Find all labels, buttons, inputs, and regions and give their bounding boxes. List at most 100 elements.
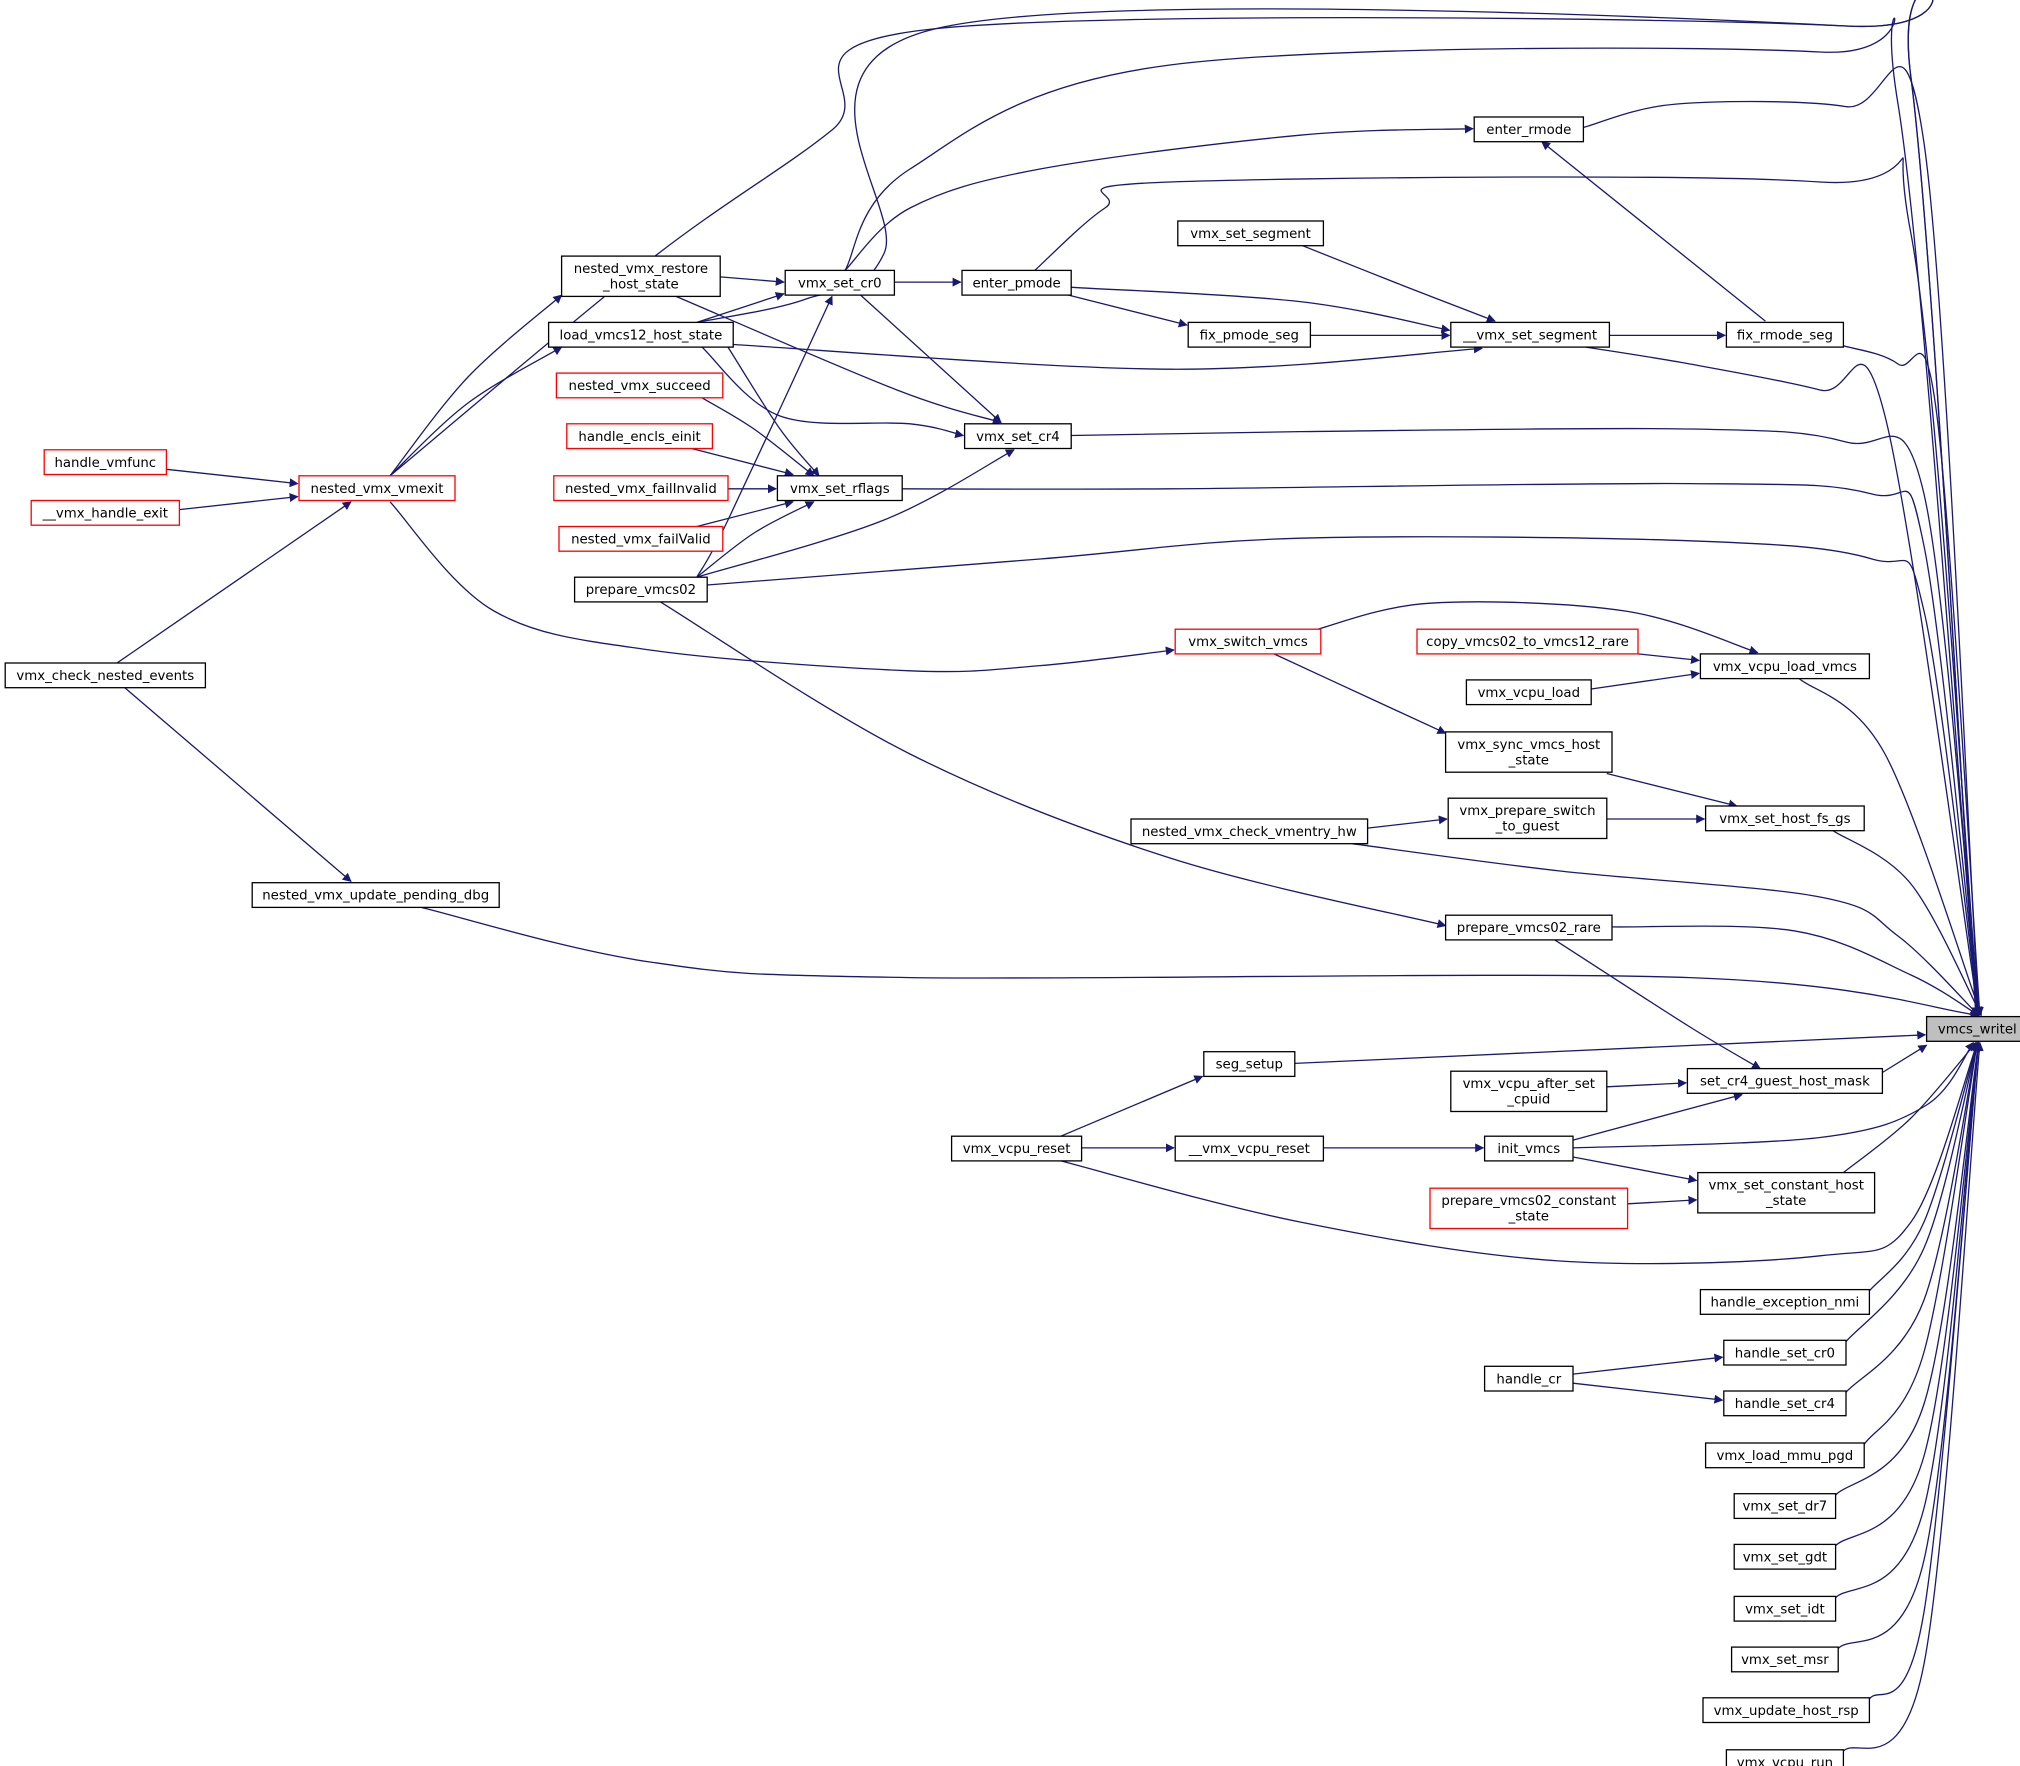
node-prepare-vmcs02-constant-state[interactable]: prepare_vmcs02_constant_state xyxy=(1429,1187,1629,1230)
node-vmx-set-idt[interactable]: vmx_set_idt xyxy=(1733,1595,1837,1622)
node-label: _state xyxy=(1508,753,1549,768)
node-vmx-check-nested-events[interactable]: vmx_check_nested_events xyxy=(4,662,207,689)
node-vmcs-writel[interactable]: vmcs_writel xyxy=(1925,1015,2020,1042)
node-label: _state xyxy=(1508,1210,1549,1225)
node-label: vmx_sync_vmcs_host xyxy=(1457,738,1600,753)
node-handle-exception-nmi[interactable]: handle_exception_nmi xyxy=(1699,1288,1871,1315)
edge-vmx_vcpu_run-to-vmcs_writel xyxy=(1842,1041,1984,1752)
node---vmx-handle-exit[interactable]: __vmx_handle_exit xyxy=(30,499,181,526)
edge-vmx_switch_vmcs-to-vmx_sync_vmcs_host_state xyxy=(1273,653,1447,734)
node-vmx-set-rflags[interactable]: vmx_set_rflags xyxy=(776,475,903,502)
node-nested-vmx-succeed[interactable]: nested_vmx_succeed xyxy=(555,372,724,399)
edge-vmx_set_cr4-to-vmcs_writel xyxy=(1071,427,1983,1017)
node-label: nested_vmx_vmexit xyxy=(311,482,444,497)
node---vmx-set-segment[interactable]: __vmx_set_segment xyxy=(1450,321,1611,348)
node-vmx-vcpu-load[interactable]: vmx_vcpu_load xyxy=(1465,679,1592,706)
node-box xyxy=(1723,1390,1847,1417)
edge-load_vmcs12_host_state-to-__vmx_set_segment xyxy=(733,343,1483,370)
node-vmx-vcpu-load-vmcs[interactable]: vmx_vcpu_load_vmcs xyxy=(1699,653,1871,680)
node-box xyxy=(1177,220,1325,247)
node-vmx-switch-vmcs[interactable]: vmx_switch_vmcs xyxy=(1174,628,1322,655)
edge-vmx_update_host_rsp-to-vmcs_writel xyxy=(1868,1041,1983,1700)
node-label: vmx_set_constant_host xyxy=(1708,1179,1863,1194)
node-prepare-vmcs02-rare[interactable]: prepare_vmcs02_rare xyxy=(1444,914,1613,941)
node-vmx-update-host-rsp[interactable]: vmx_update_host_rsp xyxy=(1702,1697,1871,1724)
node-nested-vmx-failInvalid[interactable]: nested_vmx_failInvalid xyxy=(553,475,729,502)
edge-vmx_vcpu_reset-to-vmcs_writel xyxy=(1060,1041,1979,1265)
node-box xyxy=(1725,321,1845,348)
node-vmx-set-cr0[interactable]: vmx_set_cr0 xyxy=(784,269,896,296)
node-box xyxy=(1686,1067,1884,1094)
node-label: vmx_vcpu_load_vmcs xyxy=(1713,660,1857,675)
edge-prepare_vmcs02-to-vmx_set_cr4 xyxy=(696,449,1015,578)
node-vmx-vcpu-after-set-cpuid[interactable]: vmx_vcpu_after_set_cpuid xyxy=(1450,1070,1608,1113)
node---vmx-vcpu-reset[interactable]: __vmx_vcpu_reset xyxy=(1174,1135,1325,1162)
node-vmx-load-mmu-pgd[interactable]: vmx_load_mmu_pgd xyxy=(1704,1442,1865,1469)
node-vmx-set-segment[interactable]: vmx_set_segment xyxy=(1177,220,1325,247)
node-vmx-set-cr4[interactable]: vmx_set_cr4 xyxy=(963,423,1072,450)
node-box xyxy=(1725,1749,1845,1766)
node-box xyxy=(547,321,734,348)
node-vmx-set-host-fs-gs[interactable]: vmx_set_host_fs_gs xyxy=(1704,805,1865,832)
node-vmx-set-constant-host-state[interactable]: vmx_set_constant_host_state xyxy=(1697,1171,1876,1214)
edge-vmx_vcpu_reset-to-seg_setup xyxy=(1060,1075,1204,1137)
node-vmx-prepare-switch-to-guest[interactable]: vmx_prepare_switch_to_guest xyxy=(1447,797,1608,840)
node-handle-set-cr4[interactable]: handle_set_cr4 xyxy=(1723,1390,1847,1417)
edge-__vmx_set_segment-to-vmcs_writel xyxy=(1585,346,1982,1017)
node-box xyxy=(1925,1015,2020,1042)
node-nested-vmx-restore-host-state[interactable]: nested_vmx_restore_host_state xyxy=(560,255,721,298)
node-label: vmx_set_msr xyxy=(1741,1653,1829,1668)
node-handle-set-cr0[interactable]: handle_set_cr0 xyxy=(1723,1339,1847,1366)
node-box xyxy=(573,576,708,603)
node-vmx-set-dr7[interactable]: vmx_set_dr7 xyxy=(1733,1493,1837,1520)
node-vmx-vcpu-reset[interactable]: vmx_vcpu_reset xyxy=(950,1135,1083,1162)
node-nested-vmx-vmexit[interactable]: nested_vmx_vmexit xyxy=(298,475,456,502)
node-box xyxy=(560,255,721,298)
node-label: handle_set_cr0 xyxy=(1735,1346,1835,1361)
node-fix-pmode-seg[interactable]: fix_pmode_seg xyxy=(1187,321,1312,348)
node-vmx-sync-vmcs-host-state[interactable]: vmx_sync_vmcs_host_state xyxy=(1444,731,1613,773)
node-handle-vmfunc[interactable]: handle_vmfunc xyxy=(43,449,168,476)
node-label: nested_vmx_failValid xyxy=(571,532,711,547)
edge-copy_vmcs02_to_vmcs12_rare-to-vmx_vcpu_load_vmcs xyxy=(1637,653,1700,665)
node-nested-vmx-update-pending-dbg[interactable]: nested_vmx_update_pending_dbg xyxy=(251,882,500,909)
edge-fix_rmode_seg-to-vmcs_writel xyxy=(1843,345,1984,1017)
node-box xyxy=(1130,818,1369,845)
node-vmx-set-msr[interactable]: vmx_set_msr xyxy=(1730,1646,1839,1673)
edge-prepare_vmcs02-to-vmcs_writel xyxy=(707,536,1982,1017)
node-vmx-vcpu-run[interactable]: vmx_vcpu_run xyxy=(1725,1749,1845,1766)
node-box xyxy=(30,499,181,526)
node-init-vmcs[interactable]: init_vmcs xyxy=(1483,1135,1574,1162)
edge-load_vmcs12_host_state-to-vmx_set_cr0 xyxy=(696,292,785,324)
edge-handle_set_cr4-to-vmcs_writel xyxy=(1845,1041,1981,1393)
node-prepare-vmcs02[interactable]: prepare_vmcs02 xyxy=(573,576,708,603)
edge-prepare_vmcs02_rare-to-set_cr4_guest_host_mask xyxy=(1554,939,1761,1070)
node-set-cr4-guest-host-mask[interactable]: set_cr4_guest_host_mask xyxy=(1686,1067,1884,1094)
node-copy-vmcs02-to-vmcs12-rare[interactable]: copy_vmcs02_to_vmcs12_rare xyxy=(1416,628,1639,655)
edge-enter_pmode-to-__vmx_set_segment xyxy=(1071,286,1451,334)
node-box xyxy=(43,449,168,476)
node-vmx-set-gdt[interactable]: vmx_set_gdt xyxy=(1733,1543,1837,1570)
node-label: vmx_vcpu_load xyxy=(1478,686,1580,701)
node-box xyxy=(1174,1135,1325,1162)
node-label: _state xyxy=(1765,1194,1806,1209)
node-box xyxy=(1733,1543,1837,1570)
node-fix-rmode-seg[interactable]: fix_rmode_seg xyxy=(1725,321,1845,348)
node-label: fix_rmode_seg xyxy=(1737,328,1833,343)
edge-nested_vmx_vmexit-to-vmx_switch_vmcs xyxy=(389,501,1175,673)
node-load-vmcs12-host-state[interactable]: load_vmcs12_host_state xyxy=(547,321,734,348)
edge-init_vmcs-to-vmx_set_constant_host_state xyxy=(1572,1156,1698,1184)
node-box xyxy=(566,423,714,450)
edge-prepare_vmcs02-to-vmx_set_rflags xyxy=(696,501,815,578)
node-seg-setup[interactable]: seg_setup xyxy=(1203,1051,1296,1078)
node-box xyxy=(1203,1051,1296,1078)
node-nested-vmx-failValid[interactable]: nested_vmx_failValid xyxy=(558,525,724,552)
node-box xyxy=(1704,805,1865,832)
node-nested-vmx-check-vmentry-hw[interactable]: nested_vmx_check_vmentry_hw xyxy=(1130,818,1369,845)
node-enter-rmode[interactable]: enter_rmode xyxy=(1473,116,1585,143)
edge-vmx_set_rflags-to-vmcs_writel xyxy=(902,482,1983,1017)
node-enter-pmode[interactable]: enter_pmode xyxy=(961,269,1072,296)
node-handle-encls-einit[interactable]: handle_encls_einit xyxy=(566,423,714,450)
node-handle-cr[interactable]: handle_cr xyxy=(1483,1365,1574,1392)
node-box xyxy=(555,372,724,399)
